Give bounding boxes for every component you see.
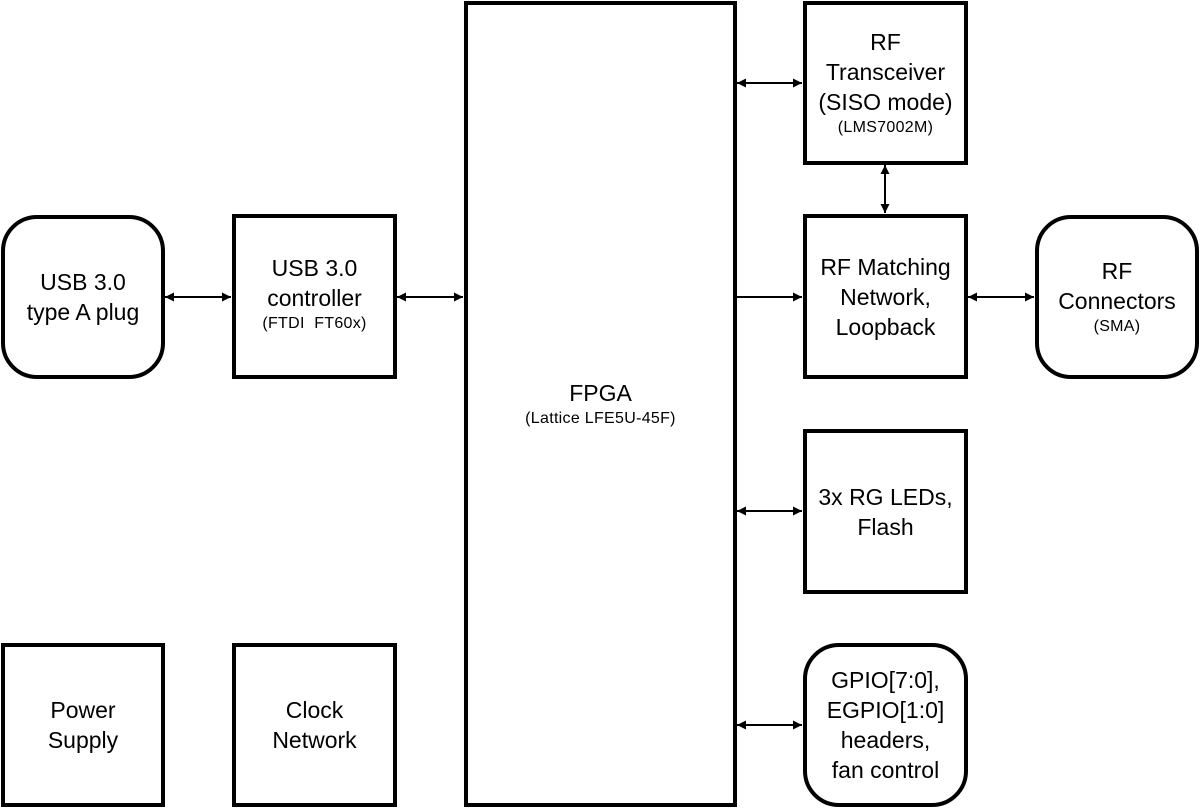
clock-network-block: Clock Network [232,643,397,807]
rf-transceiver-block: RF Transceiver (SISO mode) (LMS7002M) [803,1,968,165]
rf-matching-line-1: RF Matching [820,253,951,280]
usb-plug-line-1: USB 3.0 [40,269,126,295]
gpio-line-4: fan control [831,757,940,783]
clock-network-line-2: Network [272,727,357,753]
rf-connectors-part: (SMA) [1093,318,1141,335]
rf-connectors-line-1: RF [1101,258,1133,284]
usb-plug-line-2: type A plug [26,299,140,325]
usb-controller-block: USB 3.0 controller (FTDI FT60x) [232,214,397,379]
gpio-line-3: headers, [840,727,931,753]
rf-matching-line-2: Network, [840,283,931,310]
rf-transceiver-part: (LMS7002M) [837,119,934,136]
rf-matching-line-3: Loopback [835,313,936,340]
gpio-line-2: EGPIO[1:0] [826,697,945,723]
gpio-block: GPIO[7:0], EGPIO[1:0] headers, fan contr… [803,643,968,807]
fpga-label: FPGA [569,380,632,406]
leds-flash-block: 3x RG LEDs, Flash [803,429,968,594]
clock-network-line-1: Clock [285,697,344,723]
rf-matching-block: RF Matching Network, Loopback [803,214,968,379]
rf-transceiver-line-3: (SISO mode) [818,89,953,115]
fpga-block: FPGA (Lattice LFE5U-45F) [464,1,737,807]
power-supply-block: Power Supply [1,643,165,807]
rf-transceiver-line-2: Transceiver [825,59,946,85]
leds-flash-line-1: 3x RG LEDs, [818,483,953,510]
usb-controller-line-2: controller [267,284,362,311]
power-supply-line-1: Power [50,697,116,723]
usb-controller-part: (FTDI FT60x) [262,314,367,332]
rf-connectors-line-2: Connectors [1058,288,1176,314]
rf-connectors-block: RF Connectors (SMA) [1035,215,1199,379]
usb-plug-block: USB 3.0 type A plug [1,215,165,379]
gpio-line-1: GPIO[7:0], [831,667,940,693]
power-supply-line-2: Supply [47,727,119,753]
fpga-part: (Lattice LFE5U-45F) [525,410,676,427]
usb-controller-line-1: USB 3.0 [271,254,358,281]
rf-transceiver-line-1: RF [870,29,901,55]
leds-flash-line-2: Flash [857,513,914,540]
